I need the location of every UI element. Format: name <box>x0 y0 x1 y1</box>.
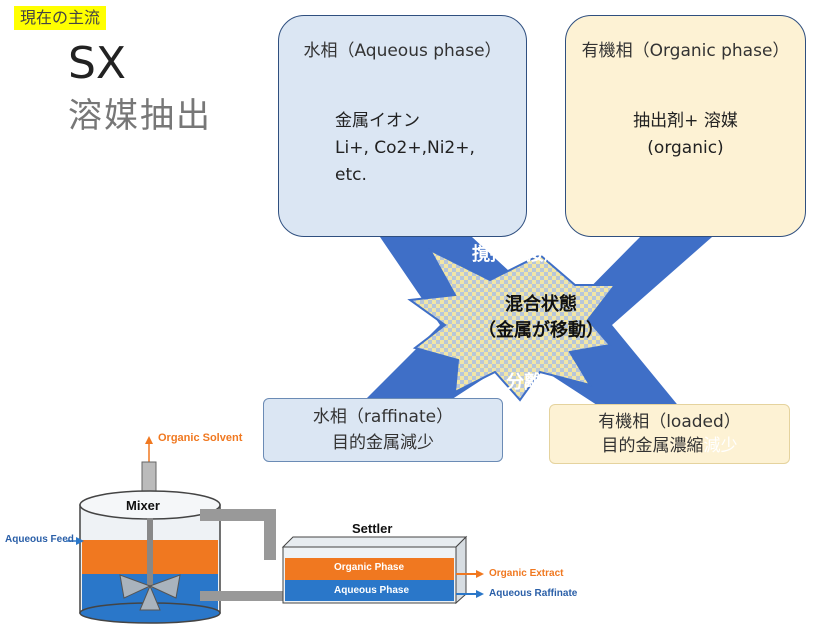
mixed-state-line2: （金属が移動） <box>478 320 604 341</box>
organic-solvent-label: Organic Solvent <box>158 432 243 444</box>
settler-aqueous-layer <box>285 580 454 601</box>
aqueous-etc: etc. <box>335 165 367 185</box>
aqueous-raffinate-label: Aqueous Raffinate <box>489 588 578 599</box>
stir-contact-label: 撹拌・接触 <box>472 244 562 265</box>
page-title: SX <box>68 38 127 89</box>
impeller-blade-icon <box>148 574 181 599</box>
organic-phase-box: 有機相（Organic phase） 抽出剤+ 溶媒 (organic) <box>565 15 806 237</box>
separation-label: 分離 <box>506 372 542 393</box>
loaded-title: 有機相（loaded） <box>598 412 741 432</box>
loaded-desc-faded: 減少 <box>703 436 738 456</box>
organic-extract-arrow-icon <box>476 570 484 578</box>
aqueous-phase-title: 水相（Aqueous phase） <box>303 41 502 61</box>
loaded-desc-main: 目的金属濃縮 <box>601 436 704 456</box>
mixing-starburst <box>407 247 618 402</box>
loaded-organic-box: 有機相（loaded） 目的金属濃縮減少 <box>549 404 790 464</box>
transfer-pipe-top <box>200 509 276 560</box>
settler-label: Settler <box>352 521 393 536</box>
organic-extractant-label: 抽出剤+ 溶媒 <box>633 111 738 131</box>
settler-organic-layer <box>285 558 454 580</box>
organic-phase-title: 有機相（Organic phase） <box>581 41 790 61</box>
aqueous-phase-body: 金属イオン Li+, Co2+,Ni2+, etc. <box>335 108 475 189</box>
aqueous-feed-arrow-icon <box>76 537 84 545</box>
organic-solvent-arrow-icon <box>145 436 153 444</box>
organic-phase-body: 抽出剤+ 溶媒 (organic) <box>566 108 805 162</box>
loaded-desc: 目的金属濃縮減少 <box>550 434 789 458</box>
impeller-blade-icon <box>139 584 161 611</box>
aqueous-metal-ions-label: 金属イオン <box>335 111 420 131</box>
organic-phase-label: Organic Phase <box>334 562 405 573</box>
aqueous-ions-list: Li+, Co2+,Ni2+, <box>335 138 475 158</box>
settler-top <box>281 536 468 548</box>
page-subtitle: 溶媒抽出 <box>68 96 212 136</box>
aqueous-phase-box: 水相（Aqueous phase） 金属イオン Li+, Co2+,Ni2+, … <box>278 15 527 237</box>
raffinate-title: 水相（raffinate） <box>312 407 454 427</box>
current-mainstream-badge: 現在の主流 <box>14 6 107 30</box>
aqueous-phase-label: Aqueous Phase <box>334 585 410 596</box>
aqueous-feed-label: Aqueous Feed <box>5 534 74 545</box>
organic-label: (organic) <box>647 138 724 158</box>
raffinate-box: 水相（raffinate） 目的金属減少 <box>263 398 503 462</box>
solvent-pipe <box>141 461 157 493</box>
raffinate-desc: 目的金属減少 <box>332 433 434 453</box>
mixer-settler-illustration <box>66 436 484 624</box>
mixer-label: Mixer <box>126 498 160 513</box>
mixed-state-line1: 混合状態 <box>505 294 577 315</box>
impeller-shaft <box>147 518 153 588</box>
impeller-blade-icon <box>119 574 152 599</box>
organic-extract-label: Organic Extract <box>489 568 564 579</box>
mixed-state-label: 混合状態 （金属が移動） <box>476 292 606 344</box>
aqueous-raffinate-arrow-icon <box>476 590 484 598</box>
